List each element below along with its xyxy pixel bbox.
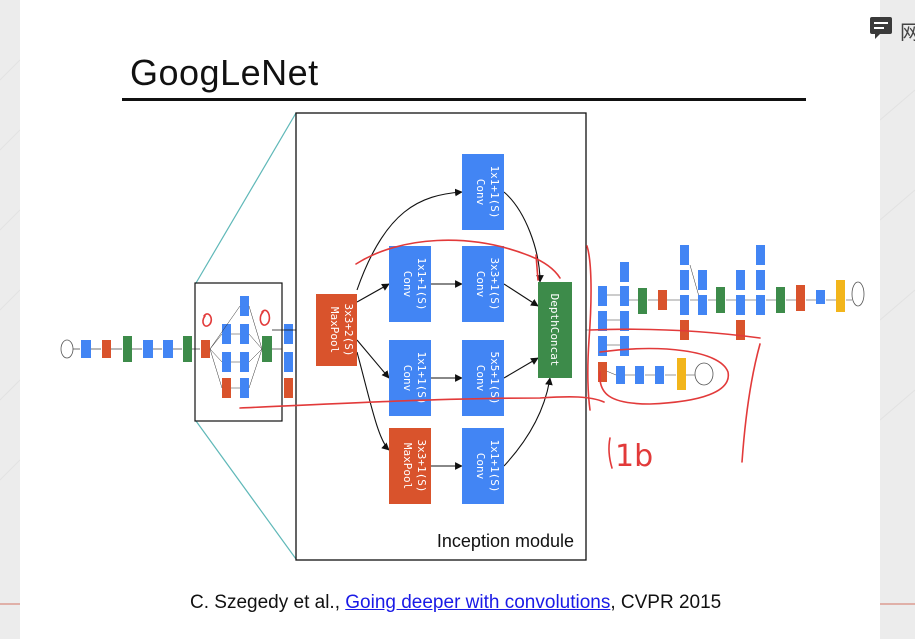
svg-text:1x1+1(S): 1x1+1(S) xyxy=(488,440,501,493)
svg-text:MaxPool: MaxPool xyxy=(328,307,341,353)
inception-node-conv-5x5: Conv 5x5+1(S) xyxy=(462,340,504,416)
svg-text:Conv: Conv xyxy=(474,453,487,480)
svg-text:Conv: Conv xyxy=(474,271,487,298)
inception-node-maxpool-3x3: MaxPool 3x3+1(S) xyxy=(389,428,431,504)
comment-icon[interactable] xyxy=(868,14,896,40)
pen-annotation-1b: 1b xyxy=(615,439,653,474)
svg-text:Conv: Conv xyxy=(401,271,414,298)
citation-prefix: C. Szegedy et al., xyxy=(190,592,346,613)
inception-node-conv-1x1-a: Conv 1x1+1(S) xyxy=(389,246,431,322)
svg-text:5x5+1(S): 5x5+1(S) xyxy=(488,352,501,405)
inception-node-depthconcat: DepthConcat xyxy=(538,282,572,378)
pen-annotations xyxy=(202,239,761,469)
network-input-stem xyxy=(60,336,200,362)
title-underline xyxy=(122,98,806,101)
inception-edges xyxy=(272,188,553,470)
top-right-label: 网 xyxy=(900,22,915,44)
network-right-section xyxy=(586,245,865,390)
svg-text:Conv: Conv xyxy=(474,179,487,206)
svg-text:3x3+1(S): 3x3+1(S) xyxy=(488,258,501,311)
inception-node-conv-1x1-b: Conv 1x1+1(S) xyxy=(389,340,431,416)
svg-text:3x3+1(S): 3x3+1(S) xyxy=(415,440,428,493)
inception-node-conv-1x1-c: Conv 1x1+1(S) xyxy=(462,428,504,504)
citation: C. Szegedy et al., Going deeper with con… xyxy=(190,592,721,614)
inception-node-maxpool-in: MaxPool 3x3+2(S) xyxy=(316,294,357,366)
zoom-lines xyxy=(195,112,297,560)
citation-suffix: , CVPR 2015 xyxy=(610,592,722,613)
mini-inception-module xyxy=(201,296,293,398)
svg-text:1x1+1(S): 1x1+1(S) xyxy=(415,258,428,311)
svg-text:DepthConcat: DepthConcat xyxy=(548,294,561,367)
inception-module-label: Inception module xyxy=(437,531,574,551)
svg-text:Conv: Conv xyxy=(401,365,414,392)
svg-text:MaxPool: MaxPool xyxy=(401,443,414,489)
inception-node-conv-1x1-top: Conv 1x1+1(S) xyxy=(462,154,504,230)
svg-text:Conv: Conv xyxy=(474,365,487,392)
svg-text:1x1+1(S): 1x1+1(S) xyxy=(415,352,428,405)
paper-link[interactable]: Going deeper with convolutions xyxy=(345,592,611,613)
svg-text:1x1+1(S): 1x1+1(S) xyxy=(488,166,501,219)
inception-node-conv-3x3: Conv 3x3+1(S) xyxy=(462,246,504,322)
svg-text:3x3+2(S): 3x3+2(S) xyxy=(342,304,355,357)
slide-title: GoogLeNet xyxy=(130,52,319,93)
zoom-source-box xyxy=(194,282,283,422)
